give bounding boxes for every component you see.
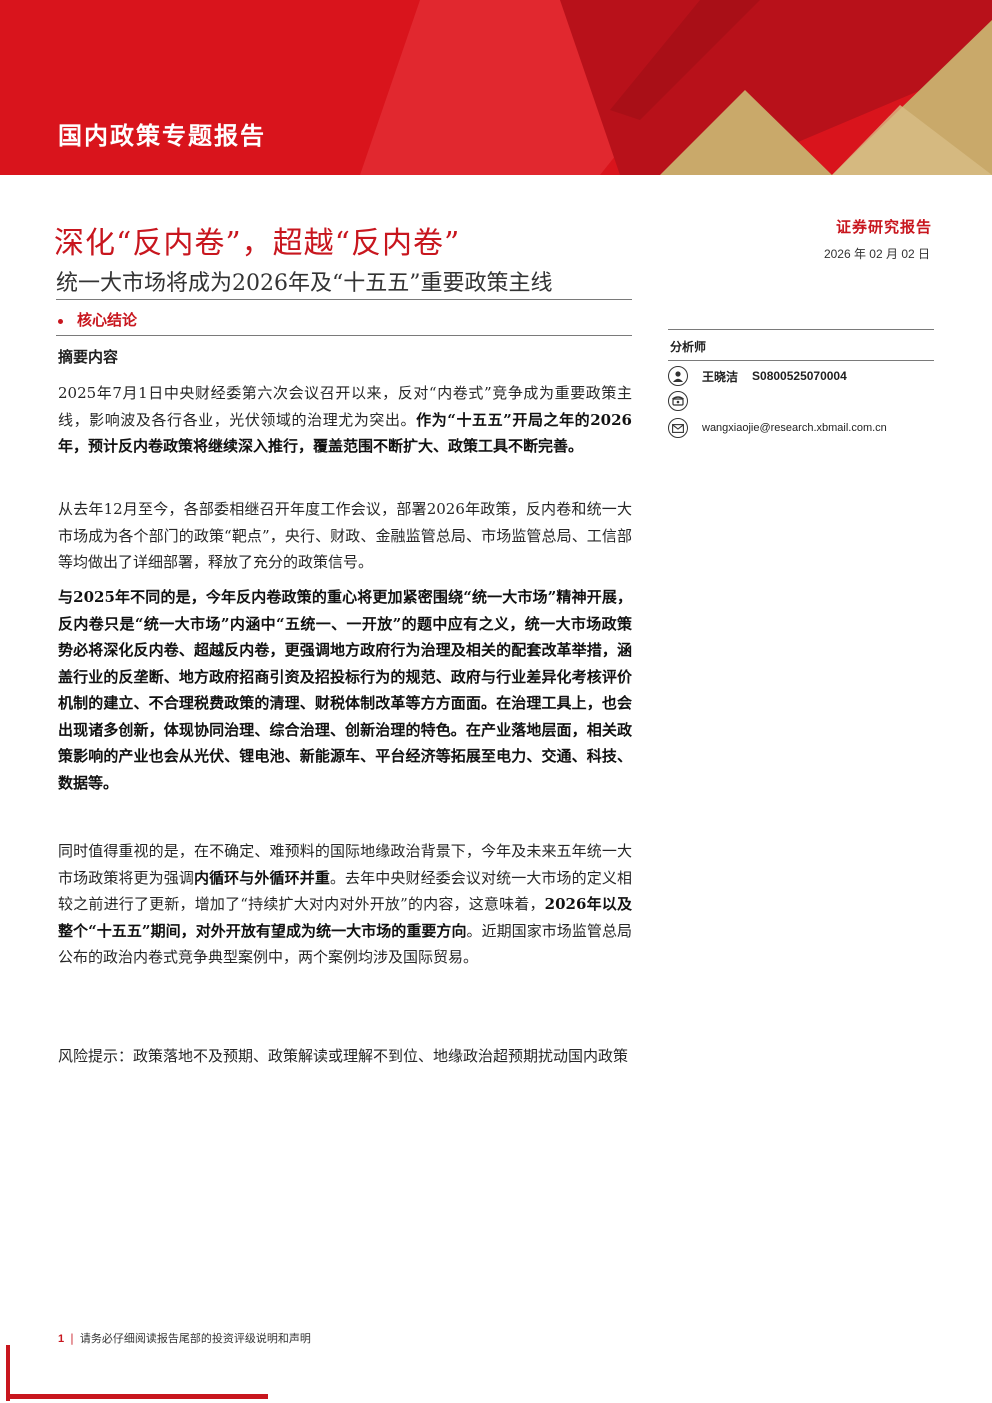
header-banner: 国内政策专题报告	[0, 0, 992, 175]
phone-icon	[668, 391, 688, 411]
disclaimer-note: 请务必仔细阅读报告尾部的投资评级说明和声明	[79, 1332, 311, 1345]
core-divider	[56, 335, 632, 336]
report-date: 2026 年 02 月 02 日	[823, 247, 930, 261]
analyst-divider	[668, 360, 934, 361]
summary-heading: 摘要内容	[58, 348, 119, 366]
footer-separator: |	[70, 1332, 74, 1345]
mail-icon	[668, 418, 688, 438]
person-icon	[668, 366, 688, 386]
analyst-top-divider	[668, 329, 934, 330]
summary-paragraph-3: 与2025年不同的是，今年反内卷政策的重心将更加紧密围绕“统一大市场”精神开展，…	[58, 588, 632, 792]
page-number: 1	[58, 1333, 65, 1345]
analyst-email-row: wangxiaojie@research.xbmail.com.cn	[668, 418, 887, 438]
analyst-name-row: 王晓洁 S0800525070004	[668, 366, 847, 386]
analyst-cert-id: S0800525070004	[752, 369, 847, 383]
report-sub-title: 统一大市场将成为2026年及“十五五”重要政策主线	[56, 271, 553, 296]
analyst-email-link[interactable]: wangxiaojie@research.xbmail.com.cn	[702, 422, 887, 434]
report-type-label: 证券研究报告	[835, 218, 932, 236]
title-divider	[56, 299, 632, 300]
corner-accent-horizontal	[6, 1394, 268, 1399]
page-footer: 1 | 请务必仔细阅读报告尾部的投资评级说明和声明	[58, 1330, 311, 1346]
summary-paragraph-1: 2025年7月1日中央财经委第六次会议召开以来，反对“内卷式”竞争成为重要政策主…	[58, 384, 632, 455]
analyst-name: 王晓洁	[702, 369, 739, 384]
analyst-phone-row	[668, 391, 688, 411]
banner-graphic	[0, 0, 992, 175]
summary-paragraph-4: 同时值得重视的是，在不确定、难预料的国际地缘政治背景下，今年及未来五年统一大市场…	[58, 842, 632, 966]
analyst-heading: 分析师	[670, 340, 707, 354]
report-main-title: 深化“反内卷”，超越“反内卷”	[54, 226, 461, 261]
corner-accent-vertical	[6, 1345, 10, 1401]
summary-paragraph-2: 从去年12月至今，各部委相继召开年度工作会议，部署2026年政策，反内卷和统一大…	[58, 500, 632, 571]
banner-title: 国内政策专题报告	[58, 122, 266, 150]
risk-warning: 风险提示：政策落地不及预期、政策解读或理解不到位、地缘政治超预期扰动国内政策	[58, 1047, 629, 1065]
bullet-icon	[58, 318, 63, 324]
core-conclusion-label: 核心结论	[58, 309, 137, 330]
